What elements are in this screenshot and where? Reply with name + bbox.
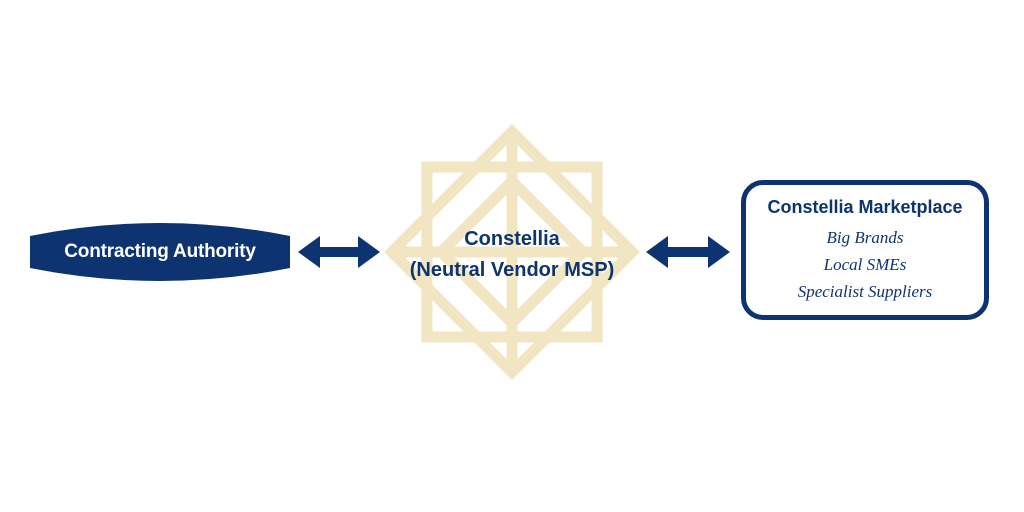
marketplace-item: Big Brands	[826, 228, 904, 247]
marketplace-item: Specialist Suppliers	[797, 282, 933, 301]
logo-inner-diamond	[433, 173, 591, 331]
constellia-star-logo	[384, 124, 640, 380]
marketplace-item: Local SMEs	[823, 255, 907, 274]
contracting-authority-shape	[30, 223, 290, 281]
marketplace-title: Constellia Marketplace	[767, 197, 963, 217]
constellia-center-label: Constellia (Neutral Vendor MSP)	[392, 224, 632, 286]
marketplace-list: Big Brands Local SMEs Specialist Supplie…	[746, 224, 984, 305]
logo-square-diamond	[384, 124, 640, 380]
contracting-authority-label: Contracting Authority	[64, 241, 256, 262]
double-headed-arrow-icon	[298, 236, 380, 268]
constellia-subtitle: (Neutral Vendor MSP)	[409, 259, 615, 281]
constellia-name: Constellia	[464, 228, 560, 250]
marketplace-box: Constellia Marketplace Big Brands Local …	[741, 180, 989, 320]
double-headed-arrow-icon	[646, 236, 730, 268]
